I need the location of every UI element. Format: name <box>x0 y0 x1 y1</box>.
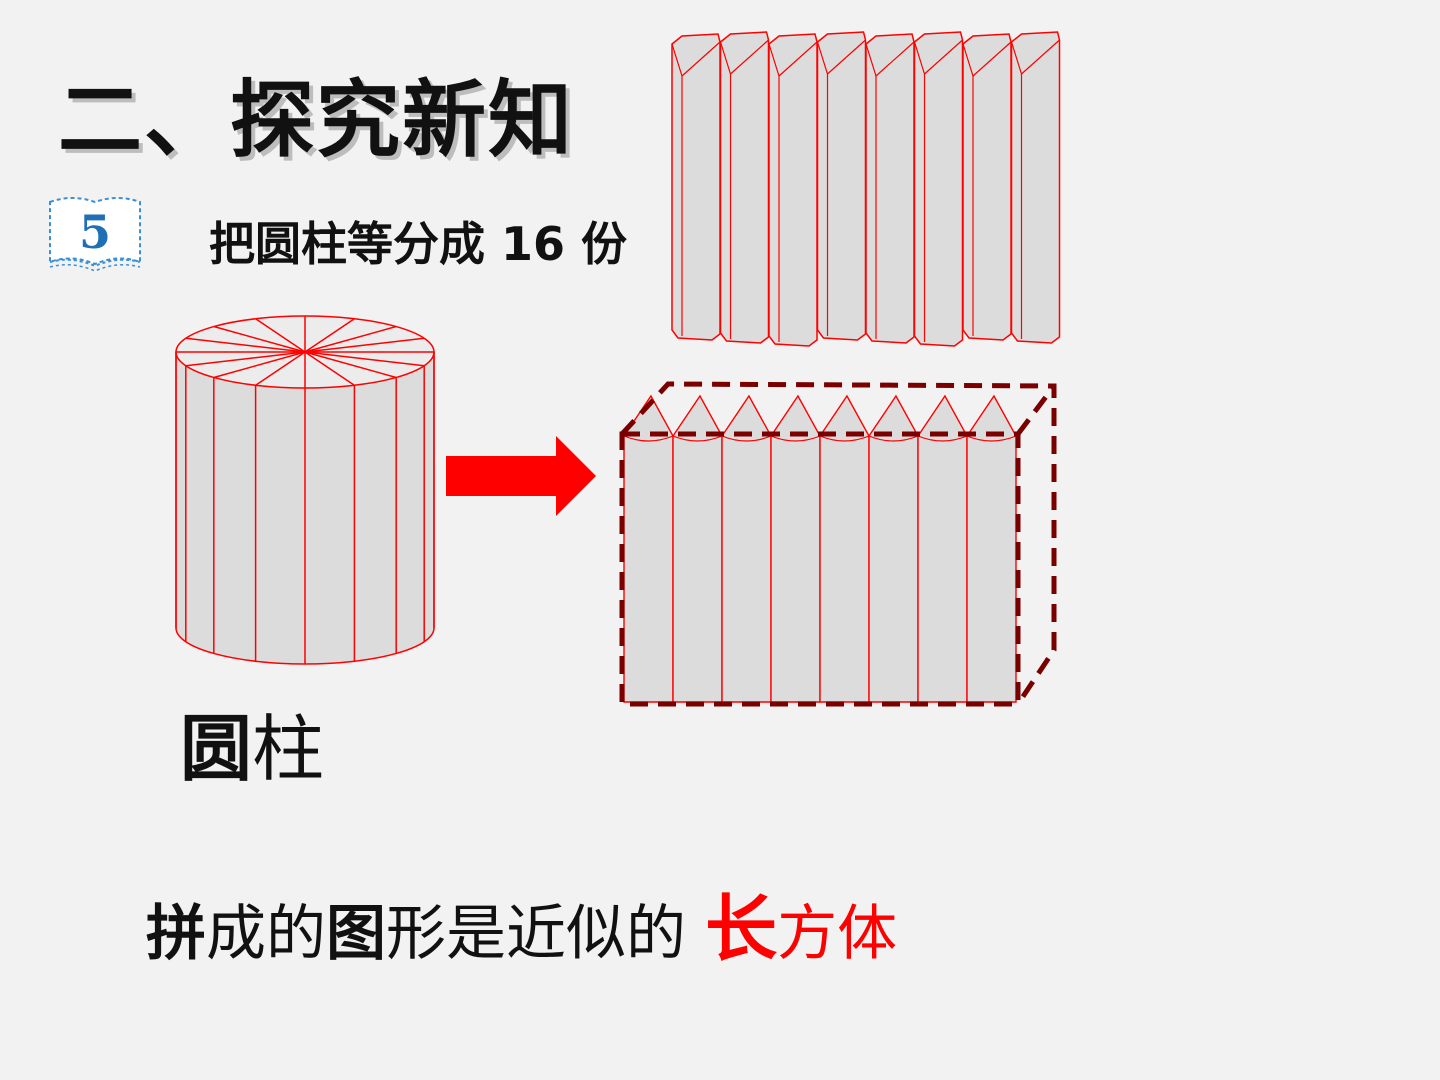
cylinder-spoke <box>255 351 306 386</box>
slice-top-edge <box>962 41 1012 78</box>
open-book-icon <box>49 197 141 272</box>
cylinder-slice <box>962 33 1012 341</box>
arranged-slice <box>819 394 870 703</box>
arranged-slice <box>966 394 1017 703</box>
cylinder-label-bold: 圆 <box>180 707 253 791</box>
cylinder-spoke <box>213 325 306 353</box>
arranged-slice <box>721 394 772 703</box>
slice-top-edge <box>816 39 866 76</box>
cylinder-spoke <box>185 351 306 367</box>
slice-arc <box>672 435 723 442</box>
sliced-cylinder <box>175 315 435 665</box>
slice-top-edge <box>671 41 721 78</box>
fanned-cylinder-slices <box>671 31 1061 347</box>
slice-arc <box>917 435 968 442</box>
cylinder-label: 圆柱 <box>180 706 324 792</box>
arranged-slice <box>770 394 821 703</box>
cylinder-slice <box>1010 31 1061 344</box>
slice-arc <box>868 435 919 442</box>
slice-arc <box>966 435 1017 442</box>
cylinder-spoke <box>304 351 397 379</box>
cylinder-spoke <box>304 337 425 353</box>
slice-arc <box>770 435 821 442</box>
cylinder-spoke <box>185 337 306 353</box>
conclusion-part3: 图 <box>326 899 386 969</box>
cylinder-slice <box>719 31 770 344</box>
cylinder-spoke <box>255 318 306 353</box>
slice-top-edge <box>1010 39 1060 76</box>
right-arrow-icon <box>446 436 596 516</box>
cylinder-slice <box>671 33 721 341</box>
slice-top-edge <box>865 41 915 78</box>
conclusion-part1: 拼 <box>146 899 206 969</box>
cylinder-spoke <box>304 325 397 353</box>
conclusion-part4: 形是近似的 <box>386 899 706 969</box>
arranged-slice <box>623 394 674 703</box>
cylinder-spoke <box>213 351 306 379</box>
cylinder-spoke <box>304 351 425 367</box>
cylinder-slice <box>865 33 915 344</box>
cylinder-label-rest: 柱 <box>252 707 325 791</box>
conclusion-part2: 成的 <box>206 899 326 969</box>
slice-arc <box>623 435 674 442</box>
arranged-slice <box>868 394 919 703</box>
cylinder-spoke <box>304 351 355 386</box>
slice-arc <box>721 435 772 442</box>
conclusion-highlight-rest: 方体 <box>777 899 898 969</box>
slice-top-edge <box>719 39 769 76</box>
cuboid-front-dashed <box>619 431 1021 707</box>
arranged-slice <box>672 394 723 703</box>
cylinder-slice <box>913 31 964 347</box>
arranged-slice <box>917 394 968 703</box>
badge-number: 5 <box>78 205 111 259</box>
slice-arc <box>819 435 870 442</box>
slide-title: 二、探究新知 <box>58 71 575 169</box>
cylinder-slice <box>768 33 818 347</box>
slice-top-edge <box>913 39 963 76</box>
cylinder-spoke <box>304 318 355 353</box>
approximate-cuboid <box>619 381 1057 707</box>
conclusion-highlight-bold: 长 <box>705 887 778 971</box>
cuboid-edge-dashed <box>1016 384 1056 436</box>
conclusion-text: 拼成的图形是近似的 长方体 <box>146 886 897 972</box>
slice-top-edge <box>768 41 818 78</box>
instruction-text: 把圆柱等分成 16 份 <box>208 217 628 271</box>
cylinder-slice <box>816 31 867 341</box>
